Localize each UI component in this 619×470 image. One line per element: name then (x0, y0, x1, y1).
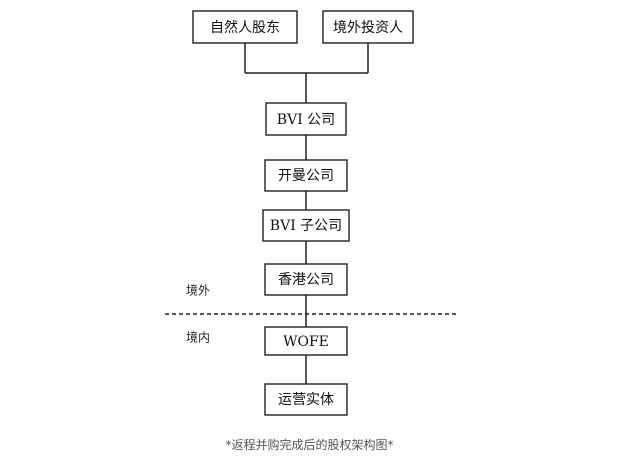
node-bvi-company: BVI 公司 (265, 102, 347, 136)
node-bvi-subsidiary: BVI 子公司 (262, 209, 350, 242)
node-bvi-subsidiary-label: BVI 子公司 (270, 218, 342, 234)
region-label-offshore: 境外 (186, 283, 210, 298)
node-wofe-label: WOFE (283, 334, 329, 350)
node-hk-company-label: 香港公司 (278, 272, 334, 288)
node-natural-shareholder: 自然人股东 (192, 10, 298, 44)
node-bvi-company-label: BVI 公司 (277, 112, 335, 128)
node-hk-company: 香港公司 (264, 263, 348, 296)
node-cayman-company-label: 开曼公司 (278, 168, 334, 184)
diagram-caption: *返程并购完成后的股权架构图* (225, 438, 394, 452)
node-operating-entity-label: 运营实体 (278, 392, 334, 408)
node-foreign-investor: 境外投资人 (322, 10, 414, 44)
region-label-onshore: 境内 (186, 330, 210, 345)
node-foreign-investor-label: 境外投资人 (333, 20, 403, 36)
node-operating-entity: 运营实体 (264, 383, 348, 416)
node-natural-shareholder-label: 自然人股东 (210, 19, 280, 36)
node-cayman-company: 开曼公司 (264, 159, 348, 192)
node-wofe: WOFE (264, 326, 348, 356)
